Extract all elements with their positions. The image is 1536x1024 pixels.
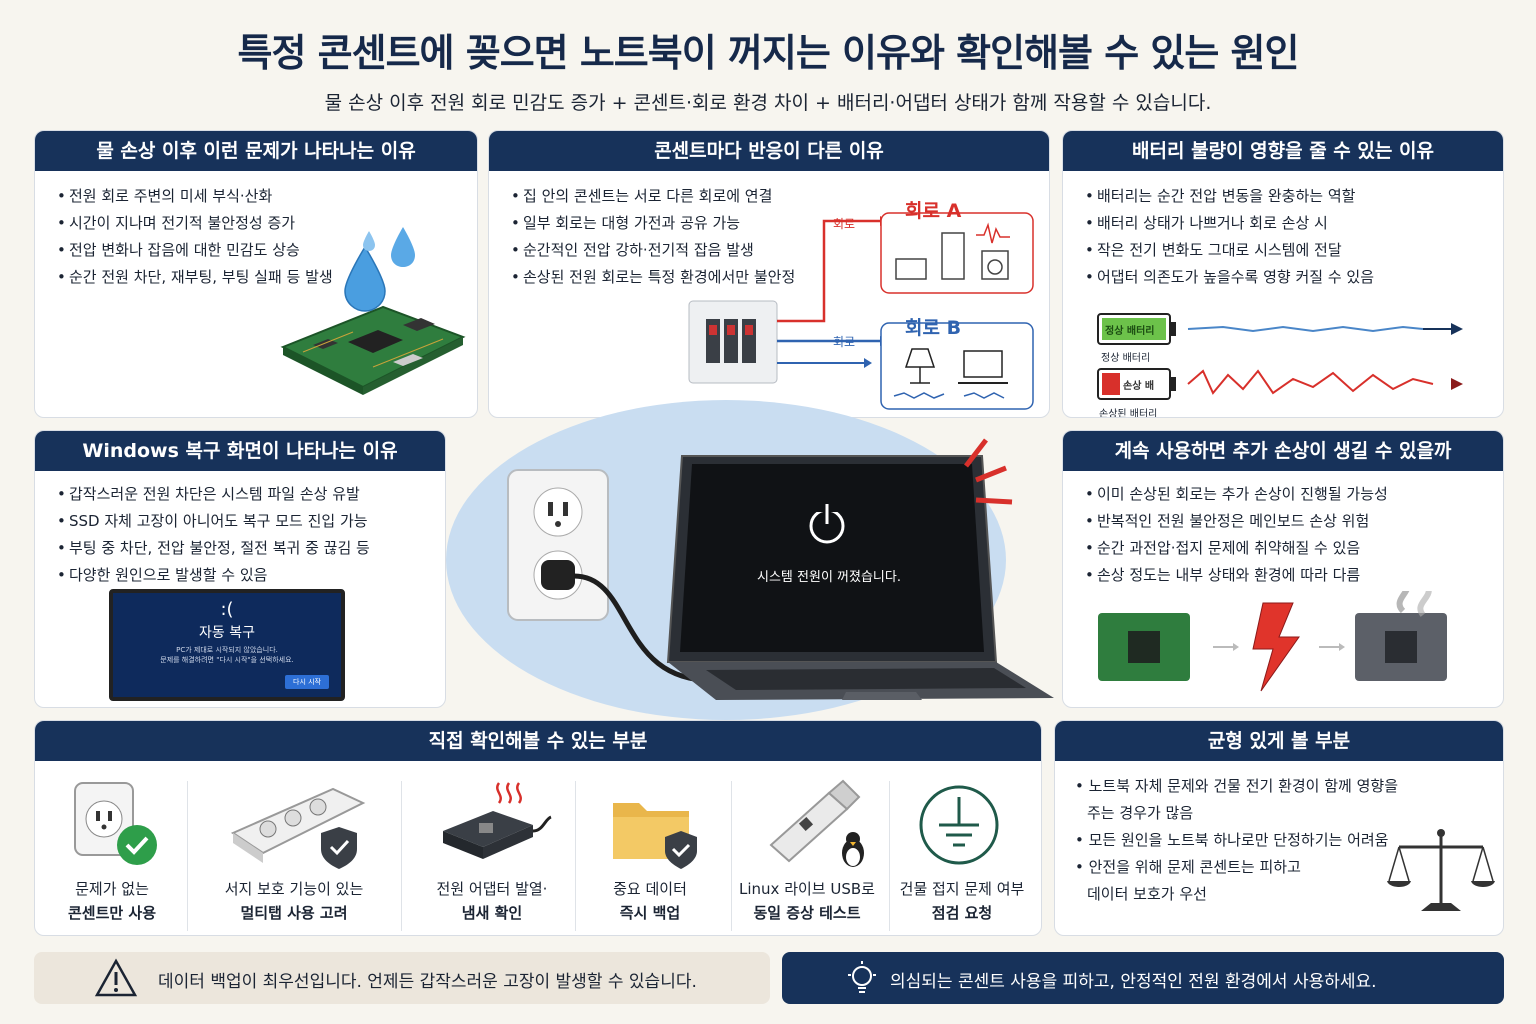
bullet: • 노트북 자체 문제와 건물 전기 환경이 함께 영향을 bbox=[1075, 777, 1399, 795]
normal-battery-label: 정상 배터리 bbox=[1101, 353, 1151, 364]
outlet-check-icon bbox=[74, 782, 157, 865]
folder-shield-icon bbox=[613, 803, 697, 869]
damaged-battery-inner-text: 손상 배 bbox=[1123, 381, 1155, 392]
recovery-title: 자동 복구 bbox=[199, 625, 255, 641]
recovery-screen: :( 자동 복구 PC가 제대로 시작되지 않았습니다. 문제를 해결하려면 "… bbox=[109, 589, 345, 701]
bullet-continued: 주는 경우가 많음 bbox=[1087, 804, 1194, 822]
bullet: 어댑터 의존도가 높을수록 영향 커질 수 있음 bbox=[1085, 264, 1503, 291]
ground-symbol-icon bbox=[919, 785, 999, 865]
wet-circuit-board-icon bbox=[280, 227, 466, 395]
water-damage-panel: 물 손상 이후 이런 문제가 나타나는 이유 전원 회로 주변의 미세 부식·산… bbox=[34, 130, 478, 418]
divider bbox=[401, 781, 402, 931]
wire-b-label: 회로 bbox=[833, 335, 856, 349]
normal-battery-inner-text: 정상 배터리 bbox=[1105, 326, 1155, 337]
bullet: 반복적인 전원 불안정은 메인보드 손상 위험 bbox=[1085, 508, 1503, 535]
wire-a-label: 회로 bbox=[833, 217, 856, 231]
bullet-continued: 데이터 보호가 우선 bbox=[1087, 885, 1207, 903]
scales-icon bbox=[1387, 829, 1495, 911]
backup-warning-banner: 데이터 백업이 최우선입니다. 언제든 갑작스러운 고장이 발생할 수 있습니다… bbox=[34, 952, 770, 1004]
page-subtitle: 물 손상 이후 전원 회로 민감도 증가 + 콘센트·회로 환경 차이 + 배터… bbox=[324, 92, 1212, 114]
check-item-ground: 건물 접지 문제 여부 점검 요청 bbox=[899, 880, 1025, 922]
windows-recovery-heading: Windows 복구 화면이 나타나는 이유 bbox=[35, 431, 445, 471]
backup-warning-text: 데이터 백업이 최우선입니다. 언제든 갑작스러운 고장이 발생할 수 있습니다… bbox=[158, 972, 697, 992]
board-damage-progression-icon bbox=[1098, 591, 1447, 692]
recovery-line: 문제를 해결하려면 "다시 시작"을 선택하세요. bbox=[160, 656, 294, 664]
bullet: 시간이 지나며 전기적 불안정성 증가 bbox=[57, 210, 477, 237]
balance-bullets: • 노트북 자체 문제와 건물 전기 환경이 함께 영향을 주는 경우가 많음 … bbox=[1075, 773, 1398, 908]
power-strip-shield-icon bbox=[230, 787, 366, 869]
bullet-continued: 작은 전기 변화도 그대로 시스템에 전달 bbox=[1085, 237, 1503, 264]
check-item-power-strip: 서지 보호 기능이 있는 멀티탭 사용 고려 bbox=[224, 880, 364, 922]
bullet: 순간 전원 차단, 재부팅, 부팅 실패 등 발생 bbox=[57, 264, 477, 291]
bullet: 배터리는 순간 전압 변동을 완충하는 역할 bbox=[1085, 183, 1503, 210]
damaged-battery-label: 손상된 배터리 bbox=[1099, 409, 1158, 418]
bullet: 손상 정도는 내부 상태와 환경에 따라 다름 bbox=[1085, 562, 1503, 589]
bullet: 일부 회로는 대형 가전과 공유 가능 bbox=[511, 210, 1049, 237]
bullet: 순간적인 전압 강하·전기적 잡음 발생 bbox=[511, 237, 1049, 264]
battery-bullets: 배터리는 순간 전압 변동을 완충하는 역할 배터리 상태가 나쁘거나 회로 손… bbox=[1063, 171, 1503, 291]
battery-voltage-diagram bbox=[1097, 313, 1463, 400]
divider bbox=[889, 781, 890, 931]
water-damage-bullets: 전원 회로 주변의 미세 부식·산화 시간이 지나며 전기적 불안정성 증가 전… bbox=[35, 171, 477, 291]
further-damage-panel: 계속 사용하면 추가 손상이 생길 수 있을까 이미 손상된 회로는 추가 손상… bbox=[1062, 430, 1504, 708]
bullet: 갑작스러운 전원 차단은 시스템 파일 손상 유발 bbox=[57, 481, 445, 508]
circuit-b-label: 회로 B bbox=[905, 317, 962, 339]
bullet: 배터리 상태가 나쁘거나 회로 손상 시 bbox=[1085, 210, 1503, 237]
windows-recovery-bullets: 갑작스러운 전원 차단은 시스템 파일 손상 유발 SSD 자체 고장이 아니어… bbox=[35, 471, 445, 589]
circuit-a-label: 회로 A bbox=[905, 200, 962, 222]
bullet: • 안전을 위해 문제 콘센트는 피하고 bbox=[1075, 858, 1301, 876]
page-title: 특정 콘센트에 꽂으면 노트북이 꺼지는 이유와 확인해볼 수 있는 원인 bbox=[237, 31, 1300, 75]
safe-power-banner: 의심되는 콘센트 사용을 피하고, 안정적인 전원 환경에서 사용하세요. bbox=[782, 952, 1504, 1004]
divider bbox=[575, 781, 576, 931]
safe-power-text: 의심되는 콘센트 사용을 피하고, 안정적인 전원 환경에서 사용하세요. bbox=[890, 972, 1377, 992]
divider bbox=[187, 781, 188, 931]
sad-face-icon: :( bbox=[220, 599, 234, 620]
usb-linux-icon bbox=[769, 779, 864, 867]
bullet: 전압 변화나 잡음에 대한 민감도 상승 bbox=[57, 237, 477, 264]
laptop-power-off-message: 시스템 전원이 꺼졌습니다. bbox=[757, 570, 901, 585]
battery-panel: 배터리 불량이 영향을 줄 수 있는 이유 배터리는 순간 전압 변동을 완충하… bbox=[1062, 130, 1504, 418]
bullet: 순간 과전압·접지 문제에 취약해질 수 있음 bbox=[1085, 535, 1503, 562]
further-damage-heading: 계속 사용하면 추가 손상이 생길 수 있을까 bbox=[1063, 431, 1503, 471]
outlet-circuit-heading: 콘센트마다 반응이 다른 이유 bbox=[489, 131, 1049, 171]
self-check-panel: 직접 확인해볼 수 있는 부분 문제가 없는 콘센트만 사용 서지 보호 기능이… bbox=[34, 720, 1042, 936]
bullet-continued: 다양한 원인으로 발생할 수 있음 bbox=[57, 562, 445, 589]
bullet: 전원 회로 주변의 미세 부식·산화 bbox=[57, 183, 477, 210]
center-illustration bbox=[446, 400, 1054, 720]
bullet: 집 안의 콘센트는 서로 다른 회로에 연결 bbox=[511, 183, 1049, 210]
windows-recovery-panel: Windows 복구 화면이 나타나는 이유 갑작스러운 전원 차단은 시스템 … bbox=[34, 430, 446, 708]
divider bbox=[731, 781, 732, 931]
battery-heading: 배터리 불량이 영향을 줄 수 있는 이유 bbox=[1063, 131, 1503, 171]
bullet: SSD 자체 고장이 아니어도 복구 모드 진입 가능 bbox=[57, 508, 445, 535]
bullet: • 모든 원인을 노트북 하나로만 단정하기는 어려움 bbox=[1075, 831, 1389, 849]
check-item-outlet: 문제가 없는 콘센트만 사용 bbox=[67, 880, 157, 922]
warning-triangle-icon bbox=[94, 958, 138, 997]
water-damage-heading: 물 손상 이후 이런 문제가 나타나는 이유 bbox=[35, 131, 477, 171]
restart-button[interactable]: 다시 시작 bbox=[285, 675, 329, 689]
check-item-linux-usb: Linux 라이브 USB로 동일 증상 테스트 bbox=[739, 880, 875, 922]
breaker-circuit-diagram bbox=[688, 212, 1034, 410]
bullet: 손상된 전원 회로는 특정 환경에서만 불안정 bbox=[511, 264, 1049, 291]
bullet: 이미 손상된 회로는 추가 손상이 진행될 가능성 bbox=[1085, 481, 1503, 508]
outlet-circuit-bullets: 집 안의 콘센트는 서로 다른 회로에 연결 일부 회로는 대형 가전과 공유 … bbox=[489, 171, 1049, 291]
outlet-circuit-panel: 콘센트마다 반응이 다른 이유 집 안의 콘센트는 서로 다른 회로에 연결 일… bbox=[488, 130, 1050, 418]
check-item-backup: 중요 데이터 즉시 백업 bbox=[613, 880, 687, 922]
lightbulb-icon bbox=[848, 961, 876, 993]
bullet: 부팅 중 차단, 전압 불안정, 절전 복귀 중 끊김 등 bbox=[57, 535, 445, 562]
recovery-line: PC가 제대로 시작되지 않았습니다. bbox=[176, 646, 278, 654]
self-check-heading: 직접 확인해볼 수 있는 부분 bbox=[35, 721, 1041, 761]
hot-adapter-icon bbox=[443, 782, 552, 859]
balance-panel: 균형 있게 볼 부분 • 노트북 자체 문제와 건물 전기 환경이 함께 영향을… bbox=[1054, 720, 1504, 936]
check-item-adapter: 전원 어댑터 발열· 냄새 확인 bbox=[436, 880, 548, 922]
further-damage-bullets: 이미 손상된 회로는 추가 손상이 진행될 가능성 반복적인 전원 불안정은 메… bbox=[1063, 471, 1503, 589]
balance-heading: 균형 있게 볼 부분 bbox=[1055, 721, 1503, 761]
